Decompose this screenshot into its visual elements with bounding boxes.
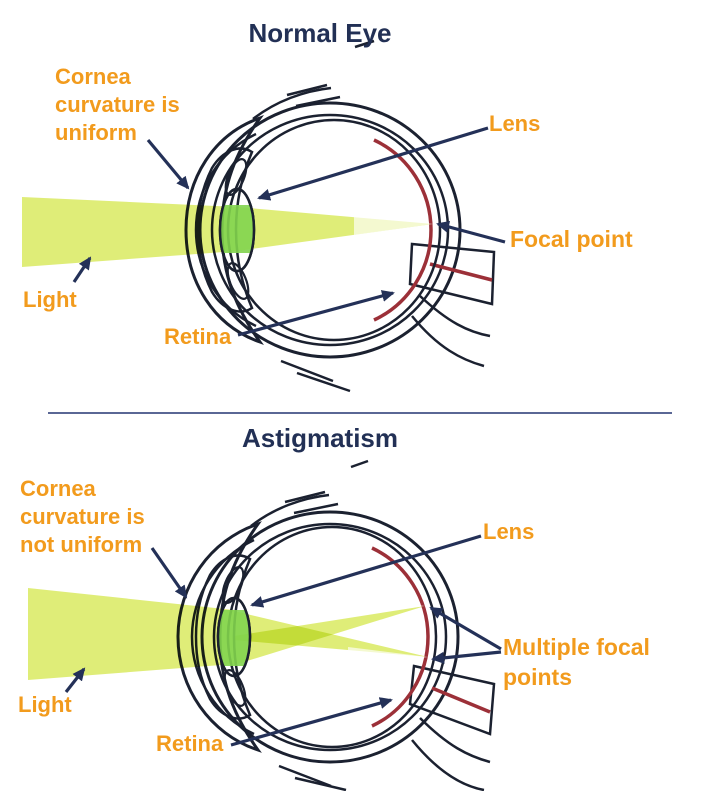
normal-eye-title: Normal Eye (248, 18, 391, 48)
focal-point-label: Focal point (510, 226, 633, 252)
cornea-label-line3: uniform (55, 120, 137, 145)
cornea-label-line1: Cornea (55, 64, 132, 89)
lash-stroke (295, 95, 341, 108)
focal-convergence-highlight (348, 647, 428, 667)
optic-nerve-sheath-line (411, 315, 485, 368)
lens-pointer-line (257, 126, 489, 201)
eyelash-marks-top (250, 459, 369, 527)
optic-nerve-sheath-line (411, 739, 485, 791)
lash-stroke (286, 83, 328, 97)
optic-nerve-artery (429, 262, 493, 282)
optic-nerve-sheath-line (419, 295, 491, 338)
astigmatism-title: Astigmatism (242, 423, 398, 453)
lens-outline-restroke (216, 596, 252, 678)
light-arrow (64, 667, 86, 693)
light-beam (28, 588, 234, 680)
focal-convergence-highlight (354, 213, 433, 235)
multiple-focal-arrow-upper (429, 606, 502, 651)
cornea-label-line3: not uniform (20, 532, 142, 557)
lash-stroke (294, 776, 347, 791)
cornea-label-line2: curvature is (20, 504, 145, 529)
optic-nerve-sheath-line (419, 717, 491, 764)
astigmatism-section: Astigmatism Cornea curvature is not unif… (18, 423, 650, 791)
retina-line (371, 546, 430, 728)
retina-line (373, 138, 433, 322)
focal-convergence-highlight (348, 596, 425, 616)
lash-stroke (354, 39, 375, 49)
iris-lower (223, 669, 247, 707)
focal-point-arrow (436, 221, 506, 244)
lash-stroke (252, 86, 332, 120)
retina-pointer-line (230, 697, 393, 747)
lens-label: Lens (483, 519, 534, 544)
optic-nerve-artery (431, 686, 491, 714)
lash-stroke (350, 459, 369, 469)
multiple-focal-label-line1: Multiple focal (503, 634, 650, 660)
eyelash-marks-bottom (278, 764, 347, 791)
optic-nerve-band (408, 242, 496, 306)
lash-stroke (280, 359, 334, 383)
lash-stroke (250, 493, 330, 527)
cornea-label-line1: Cornea (20, 476, 97, 501)
retina-label: Retina (156, 731, 224, 756)
normal-eye-section: Normal Eye Cornea curvature is uniform L… (22, 18, 633, 393)
lens-label: Lens (489, 111, 540, 136)
lens-pointer-line (250, 534, 482, 608)
multiple-focal-label-line2: points (503, 664, 572, 690)
lash-stroke (278, 764, 332, 788)
crossing-beam-lower (234, 606, 425, 665)
lash-stroke (296, 371, 351, 393)
retina-pointer-line (237, 290, 395, 337)
lash-stroke (284, 490, 326, 504)
lens-outline-restroke (218, 187, 256, 273)
lens-light-overlap (218, 610, 250, 666)
light-arrow (72, 256, 92, 283)
lash-stroke (293, 502, 339, 515)
retina-label: Retina (164, 324, 232, 349)
light-label: Light (23, 287, 77, 312)
cornea-label-line2: curvature is (55, 92, 180, 117)
light-label: Light (18, 692, 72, 717)
eyelash-marks-top (252, 39, 375, 120)
eyelash-marks-bottom (280, 359, 351, 393)
lens-light-overlap (220, 205, 254, 253)
iris-lower (226, 262, 250, 300)
cornea-arrow (150, 547, 188, 599)
optic-nerve (408, 242, 496, 368)
optic-nerve (408, 664, 496, 791)
multiple-focal-arrow-lower (431, 650, 502, 664)
cornea-arrow (146, 138, 190, 190)
